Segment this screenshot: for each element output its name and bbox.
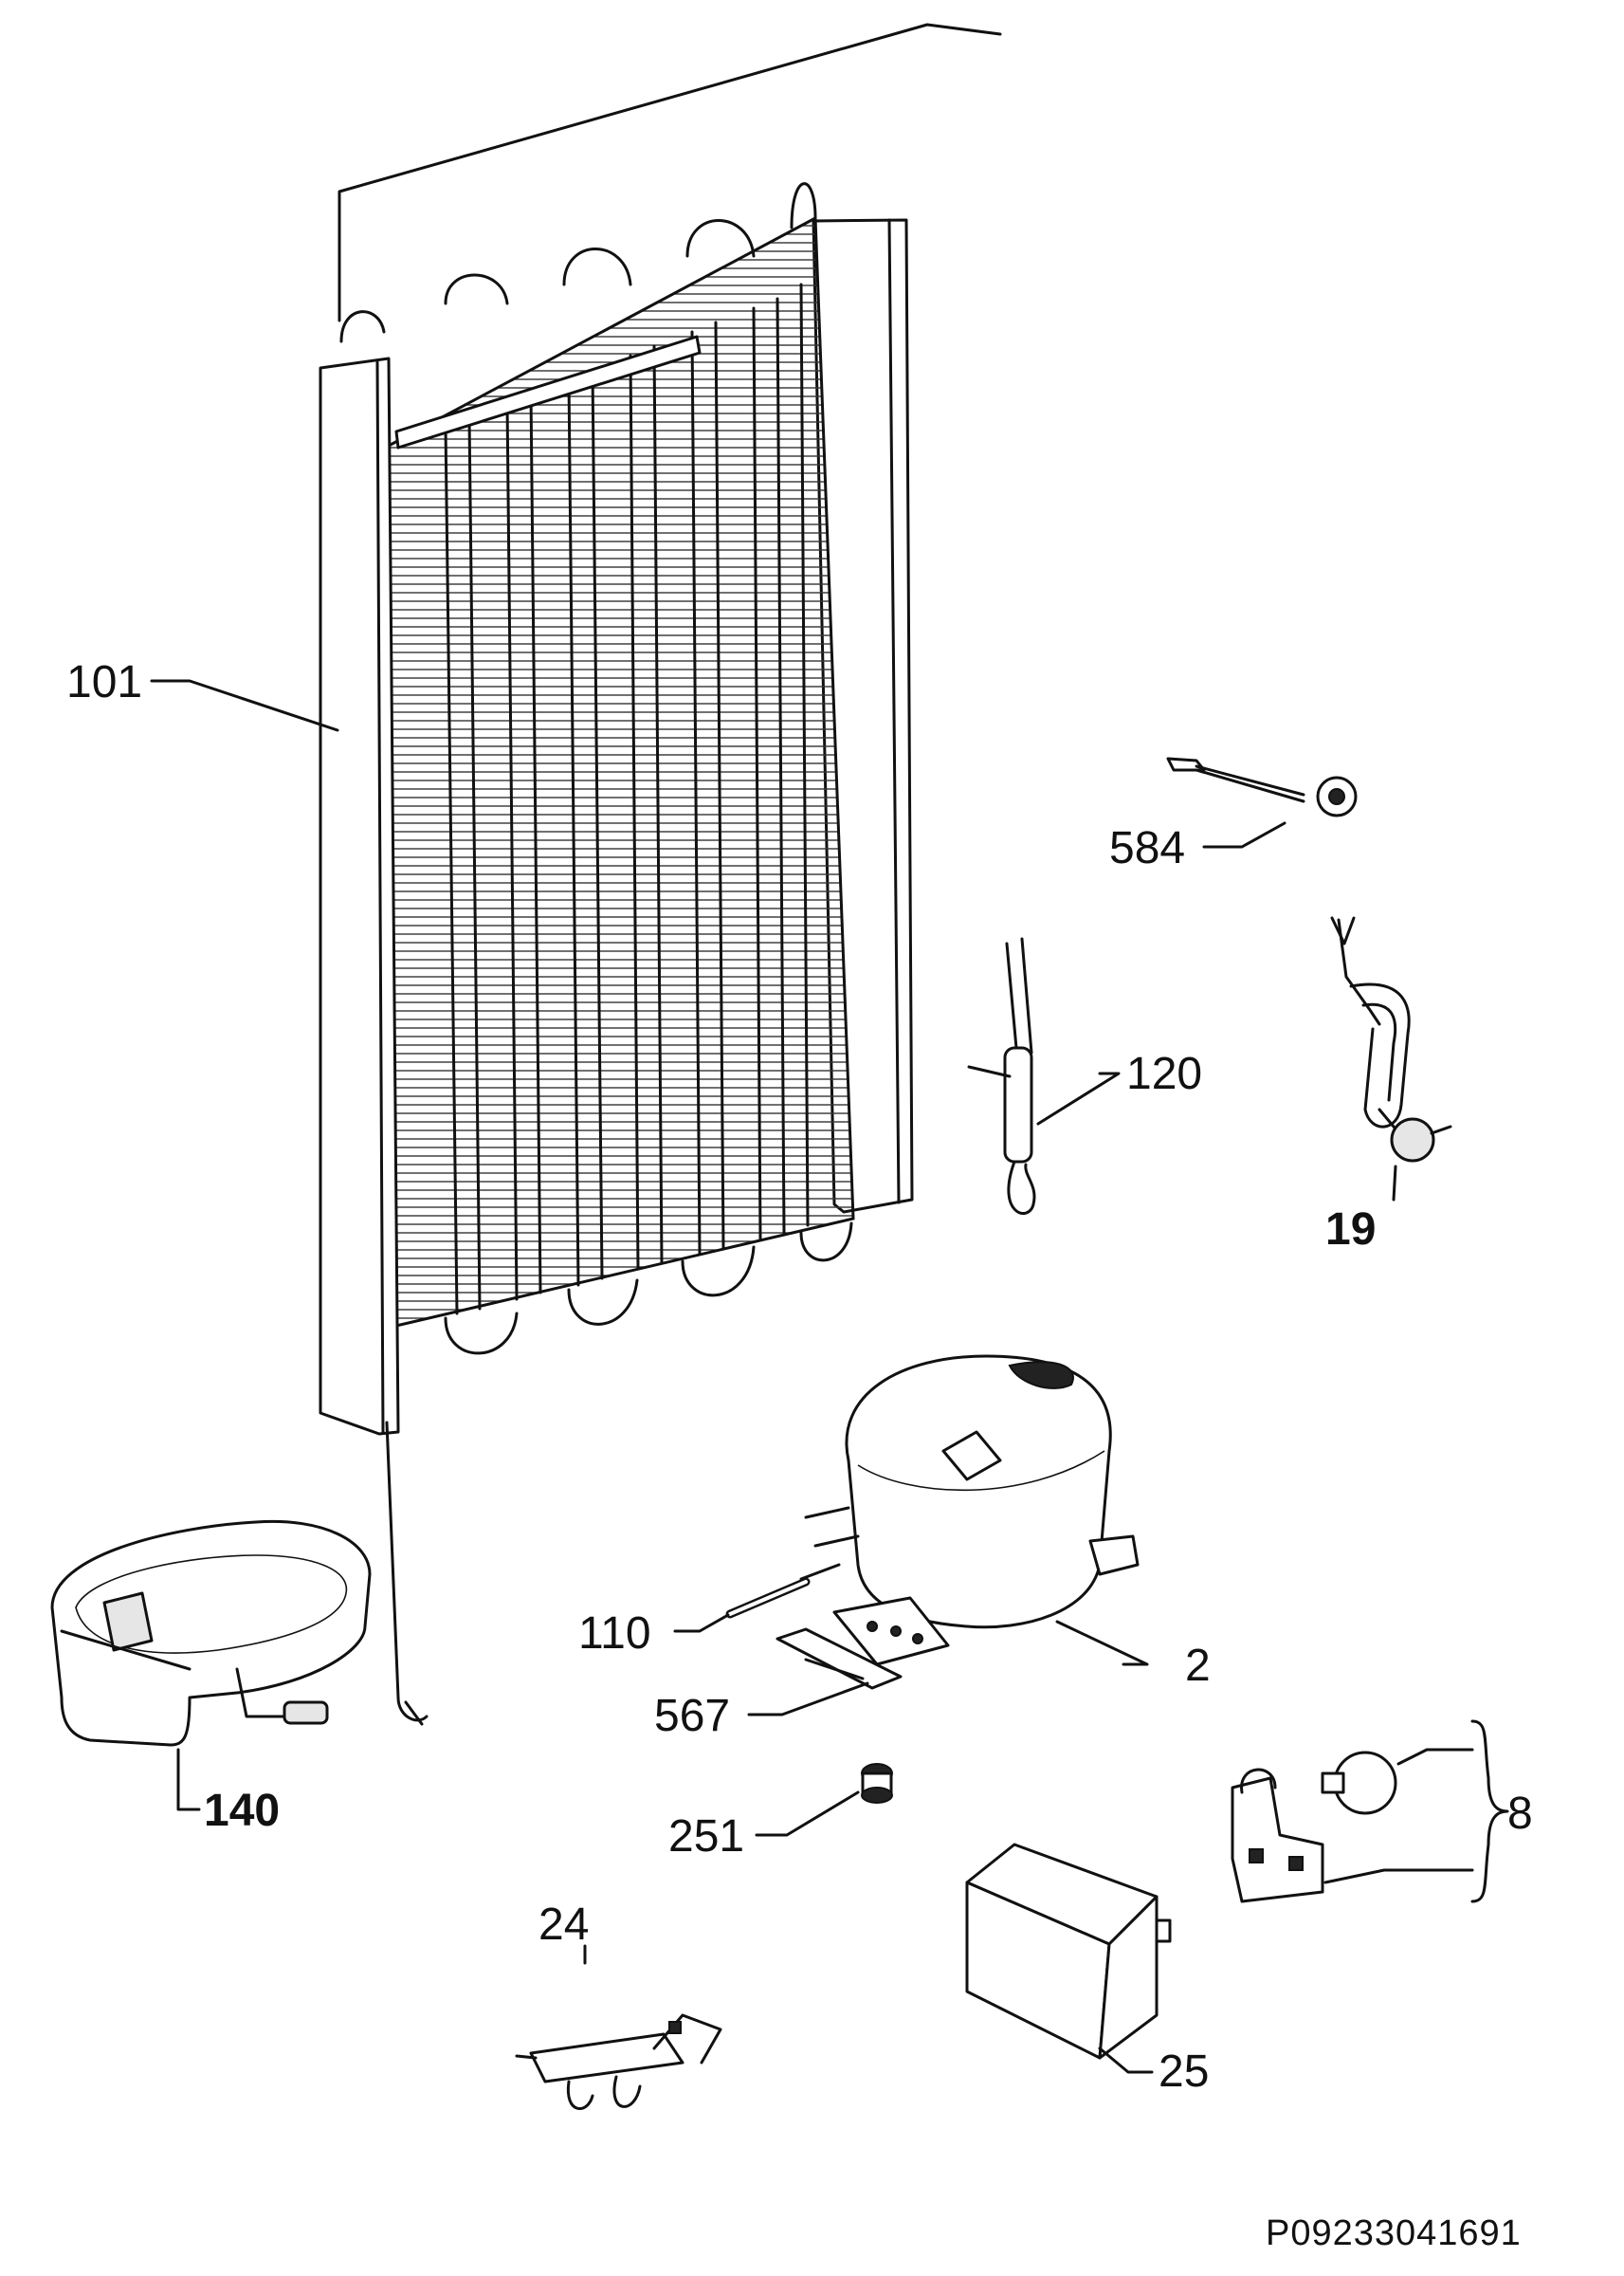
callout-25: 25 [1159, 2047, 1209, 2097]
callout-584: 584 [1109, 823, 1185, 873]
capacitor-box-drawing [965, 1843, 1172, 2060]
callout-140: 140 [204, 1786, 280, 1836]
leader-lines [150, 679, 1509, 2074]
filter-drier-drawing [967, 937, 1036, 1215]
drawing-code: P09233041691 [1266, 2213, 1522, 2253]
callout-110: 110 [578, 1608, 651, 1659]
condenser-drawing [319, 182, 914, 1726]
mains-cable-drawing [1330, 916, 1452, 1163]
mounting-plate-drawing [776, 1627, 903, 1690]
callout-19: 19 [1325, 1204, 1376, 1255]
callout-2: 2 [1185, 1641, 1211, 1691]
callout-101: 101 [66, 657, 142, 707]
cabinet-outline [338, 23, 1002, 322]
process-tube-drawing [725, 1577, 811, 1619]
callout-120: 120 [1126, 1049, 1202, 1099]
callout-251: 251 [668, 1811, 744, 1862]
callout-567: 567 [654, 1691, 730, 1741]
compressor-drawing [799, 1354, 1140, 1666]
callout-8: 8 [1507, 1789, 1533, 1839]
thermostat-bulb-drawing [1166, 757, 1358, 817]
heater-clamp-drawing [515, 2013, 722, 2110]
callout-labels: 101 584 120 19 110 2 567 140 251 8 24 25 [66, 657, 1533, 2097]
callout-24: 24 [538, 1900, 589, 1950]
drip-tray-drawing [50, 1519, 372, 1747]
grommet-drawing [861, 1763, 893, 1804]
relay-overload-drawing [1231, 1751, 1397, 1903]
